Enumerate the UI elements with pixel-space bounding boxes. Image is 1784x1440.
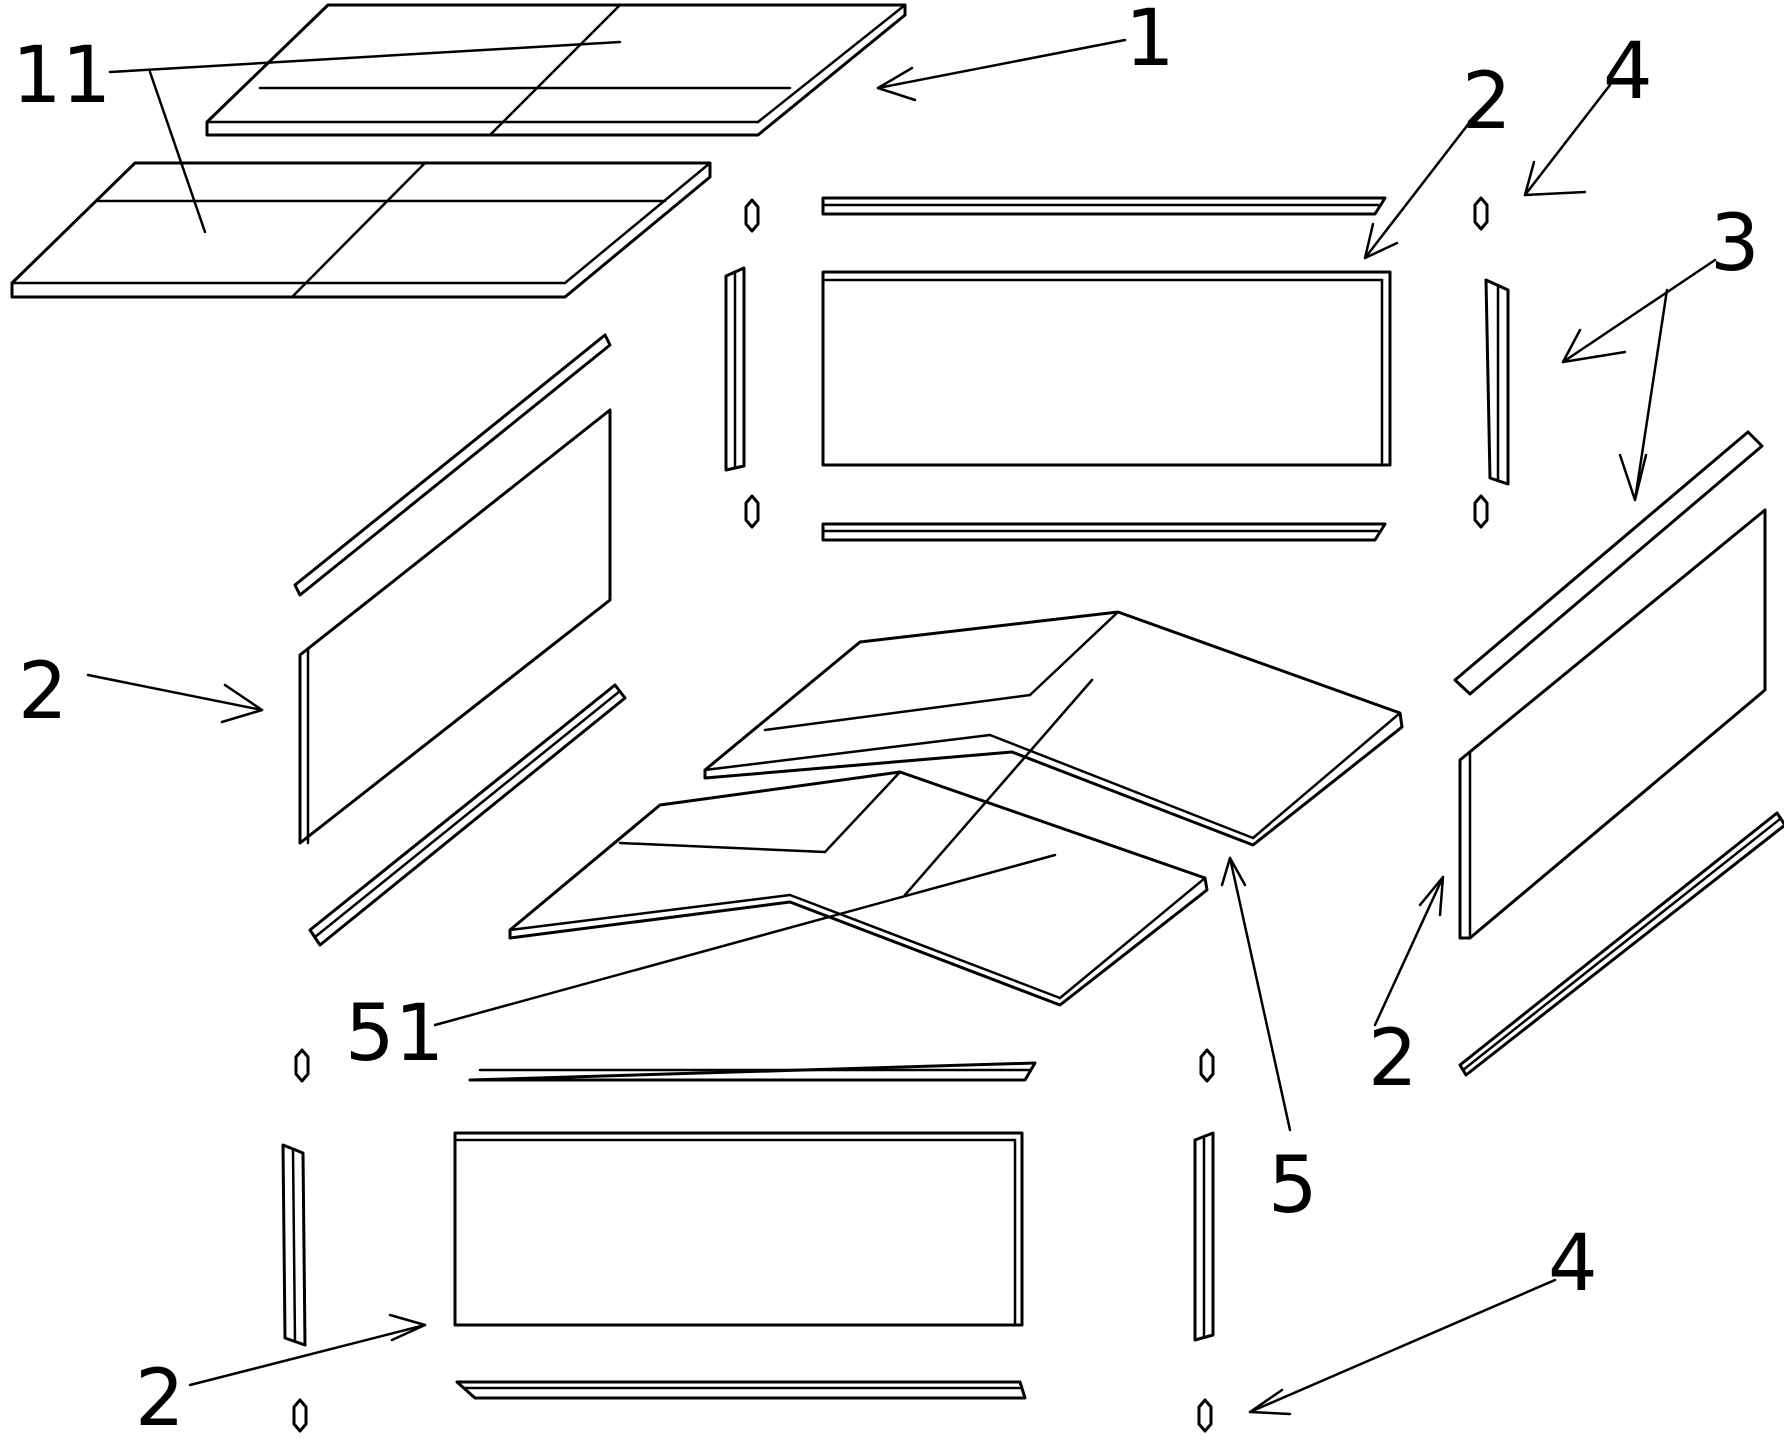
label-1: 1 bbox=[1125, 0, 1175, 84]
top-panel bbox=[10, 3, 907, 299]
lower-connector-bl bbox=[292, 1398, 308, 1433]
bottom-panel bbox=[508, 610, 1404, 1007]
upper-connector-tr bbox=[1473, 196, 1489, 231]
lower-connector-tl bbox=[294, 1048, 310, 1083]
upper-frame-panel bbox=[821, 270, 1392, 467]
label-2-right: 2 bbox=[1368, 1014, 1418, 1104]
arrowhead-4-upper bbox=[1523, 160, 1587, 197]
leader-3b bbox=[1633, 288, 1669, 502]
right-top-rail bbox=[1453, 430, 1764, 696]
arrowhead-3a bbox=[1561, 328, 1627, 364]
label-2-bottom: 2 bbox=[135, 1354, 185, 1440]
lower-frame-panel bbox=[453, 1131, 1024, 1327]
label-2-left: 2 bbox=[18, 647, 68, 737]
arrowhead-1 bbox=[876, 66, 917, 102]
left-top-rail bbox=[293, 333, 612, 597]
label-5: 5 bbox=[1268, 1141, 1318, 1231]
label-51: 51 bbox=[345, 989, 444, 1079]
bottom-panel-rear-plate bbox=[703, 610, 1404, 847]
leader-2-upper bbox=[1363, 116, 1475, 260]
label-3: 3 bbox=[1710, 199, 1760, 289]
bottom-panel-front-plate bbox=[508, 770, 1209, 1007]
upper-connector-br bbox=[1473, 494, 1489, 529]
label-2-upper: 2 bbox=[1462, 57, 1512, 147]
arrowhead-2-upper bbox=[1363, 222, 1399, 260]
lower-connector-br bbox=[1197, 1398, 1213, 1433]
left-side-plate bbox=[298, 408, 612, 845]
leader-11b bbox=[148, 70, 207, 234]
arrowhead-4-bottom bbox=[1248, 1388, 1292, 1416]
leader-2-bottom bbox=[188, 1323, 427, 1387]
upper-frame bbox=[724, 196, 1510, 542]
lower-connector-tr bbox=[1199, 1048, 1215, 1083]
upper-connector-bl bbox=[744, 494, 760, 529]
lower-frame-top-rail bbox=[468, 1061, 1037, 1082]
label-4-upper: 4 bbox=[1603, 27, 1653, 117]
arrowhead-3b bbox=[1618, 453, 1648, 502]
leader-51a bbox=[433, 853, 1057, 1027]
leader-lines bbox=[86, 38, 1717, 1416]
right-side-plate bbox=[1458, 508, 1767, 940]
leader-5 bbox=[1228, 856, 1292, 1132]
leader-11a bbox=[108, 40, 622, 74]
leader-2-left bbox=[86, 673, 264, 712]
leader-2-right bbox=[1373, 875, 1445, 1027]
leader-4-upper bbox=[1523, 83, 1612, 197]
arrowhead-2-left bbox=[220, 683, 264, 724]
leader-1 bbox=[876, 38, 1127, 90]
leader-3a bbox=[1561, 258, 1717, 364]
right-side-assembly bbox=[1453, 430, 1784, 1077]
top-panel-rear-slab bbox=[205, 3, 907, 137]
label-4-bottom: 4 bbox=[1548, 1219, 1598, 1309]
arrowhead-2-right bbox=[1418, 875, 1445, 917]
arrowhead-2-bottom bbox=[388, 1313, 427, 1342]
lower-frame-bottom-rail bbox=[455, 1380, 1027, 1400]
leader-4-bottom bbox=[1248, 1278, 1557, 1414]
label-11: 11 bbox=[12, 31, 111, 121]
top-panel-front-slab bbox=[10, 161, 712, 299]
left-side-assembly bbox=[293, 333, 627, 947]
reference-labels: 1 11 2 4 3 2 2 5 51 2 4 bbox=[12, 0, 1760, 1440]
lower-frame bbox=[281, 1048, 1215, 1433]
arrowhead-5 bbox=[1220, 856, 1247, 887]
upper-connector-tl bbox=[744, 198, 760, 233]
leader-51b bbox=[903, 678, 1094, 897]
